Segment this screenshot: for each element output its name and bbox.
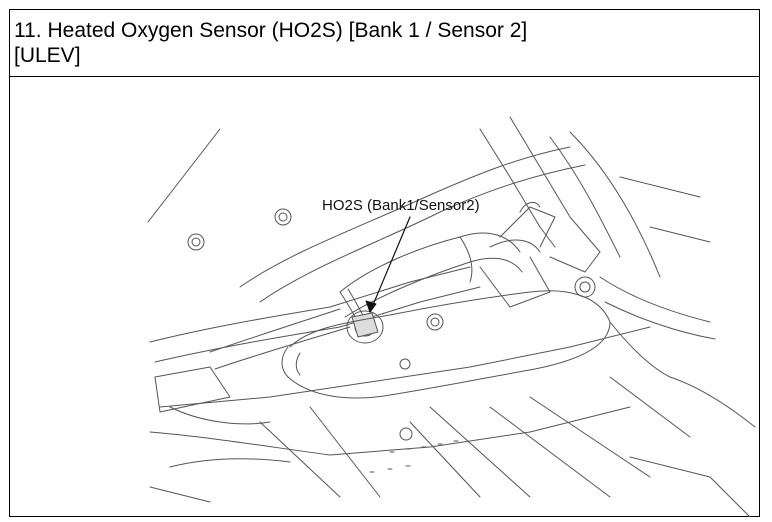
callout-arrowhead [365, 300, 377, 313]
hanger-bracket [549, 251, 601, 273]
crossmember [149, 266, 471, 343]
tail-pipe [609, 321, 671, 378]
floor-panel [149, 406, 631, 456]
body-panel [549, 136, 621, 258]
floor-panel [409, 421, 481, 498]
floor-panel [149, 486, 211, 503]
body-panel [619, 176, 701, 198]
document-frame: 11. Heated Oxygen Sensor (HO2S) [Bank 1 … [9, 9, 760, 517]
body-panel [479, 128, 556, 248]
catalytic-converter [459, 236, 473, 283]
body-panel [239, 146, 571, 288]
floor-panel [629, 456, 751, 517]
muffler [289, 290, 611, 348]
body-panel [649, 226, 711, 243]
crossmember [154, 286, 481, 363]
hole-row [389, 440, 459, 453]
mounting-hole [274, 208, 292, 226]
mounting-hole [399, 427, 413, 441]
floor-panel [309, 406, 381, 498]
section-header: 11. Heated Oxygen Sensor (HO2S) [Bank 1 … [10, 10, 759, 77]
floor-panel [159, 326, 651, 408]
body-panel [259, 164, 586, 303]
mounting-hole [187, 233, 205, 251]
sensor-body [351, 312, 379, 338]
hanger-grommet [574, 276, 596, 298]
muffler [281, 346, 289, 378]
mounting-hole [426, 313, 444, 331]
floor-panel [669, 376, 756, 428]
exhaust-underbody-drawing [147, 116, 756, 517]
catalytic-converter [479, 256, 551, 308]
floor-panel [169, 458, 291, 468]
body-panel [569, 131, 661, 278]
hole-row [369, 465, 411, 473]
hanger-bracket [499, 206, 556, 248]
sensor-callout-label: HO2S (Bank1/Sensor2) [322, 197, 480, 214]
mounting-hole [430, 317, 440, 327]
mounting-hole [399, 358, 411, 370]
catalytic-converter [339, 232, 521, 293]
body-panel [509, 116, 601, 253]
floor-panel [529, 396, 651, 478]
tail-pipe [604, 301, 716, 340]
sensor-boss [346, 310, 384, 344]
callout-leader-line [369, 216, 411, 313]
mounting-hole [191, 237, 201, 247]
mounting-hole [278, 212, 288, 222]
floor-panel [429, 406, 531, 498]
section-subtitle: [ULEV] [14, 44, 81, 67]
catalytic-converter [489, 239, 541, 253]
crossmember [169, 406, 271, 425]
sensor-location-illustration: HO2S (Bank1/Sensor2) [10, 77, 759, 517]
tail-pipe [599, 276, 711, 323]
section-title: 11. Heated Oxygen Sensor (HO2S) [Bank 1 … [14, 19, 528, 42]
floor-panel [259, 421, 341, 498]
hanger-bracket [519, 201, 541, 213]
floor-panel [609, 376, 691, 438]
floor-panel [489, 406, 611, 498]
exhaust-pipe [209, 308, 341, 353]
hanger-grommet [579, 281, 591, 293]
crossmember [154, 366, 231, 413]
muffler [287, 321, 611, 399]
exhaust-pipe [214, 326, 351, 370]
background-line [147, 128, 221, 223]
catalytic-converter [344, 257, 523, 318]
muffler [295, 352, 301, 376]
